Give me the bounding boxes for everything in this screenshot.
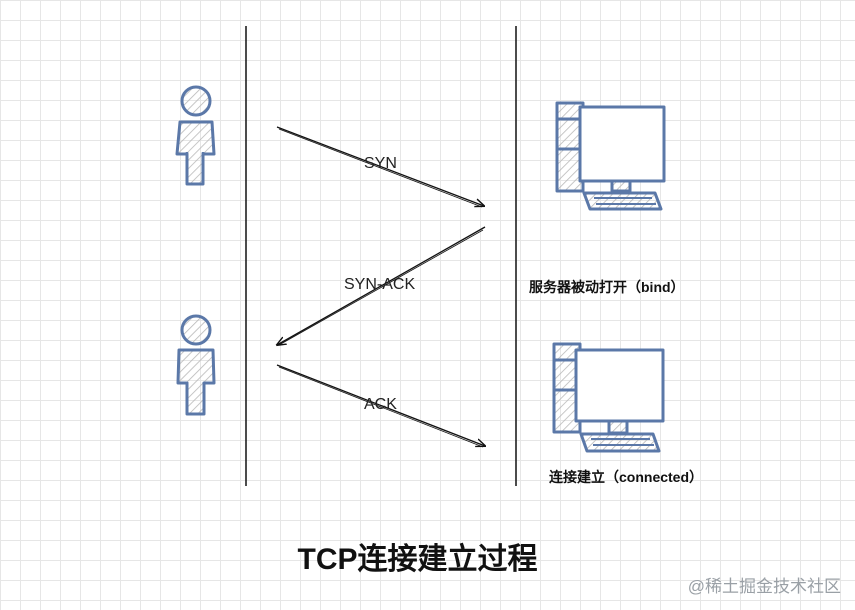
person-icon [175, 85, 216, 186]
ack-arrow [276, 364, 485, 448]
computer-icon [552, 342, 665, 453]
syn-arrow [276, 126, 484, 208]
person-icon [176, 314, 216, 416]
server-passive-open-caption: 服务器被动打开（bind） [529, 279, 685, 295]
ack-label: ACK [364, 396, 397, 413]
page-title: TCP连接建立过程 [297, 543, 538, 576]
syn-ack-label: SYN-ACK [344, 276, 416, 293]
syn-label: SYN [364, 155, 397, 172]
syn-ack-arrow [277, 226, 486, 345]
watermark: @稀土掘金技术社区 [687, 577, 841, 596]
computer-icon [555, 101, 666, 211]
connection-established-caption: 连接建立（connected） [549, 469, 704, 485]
